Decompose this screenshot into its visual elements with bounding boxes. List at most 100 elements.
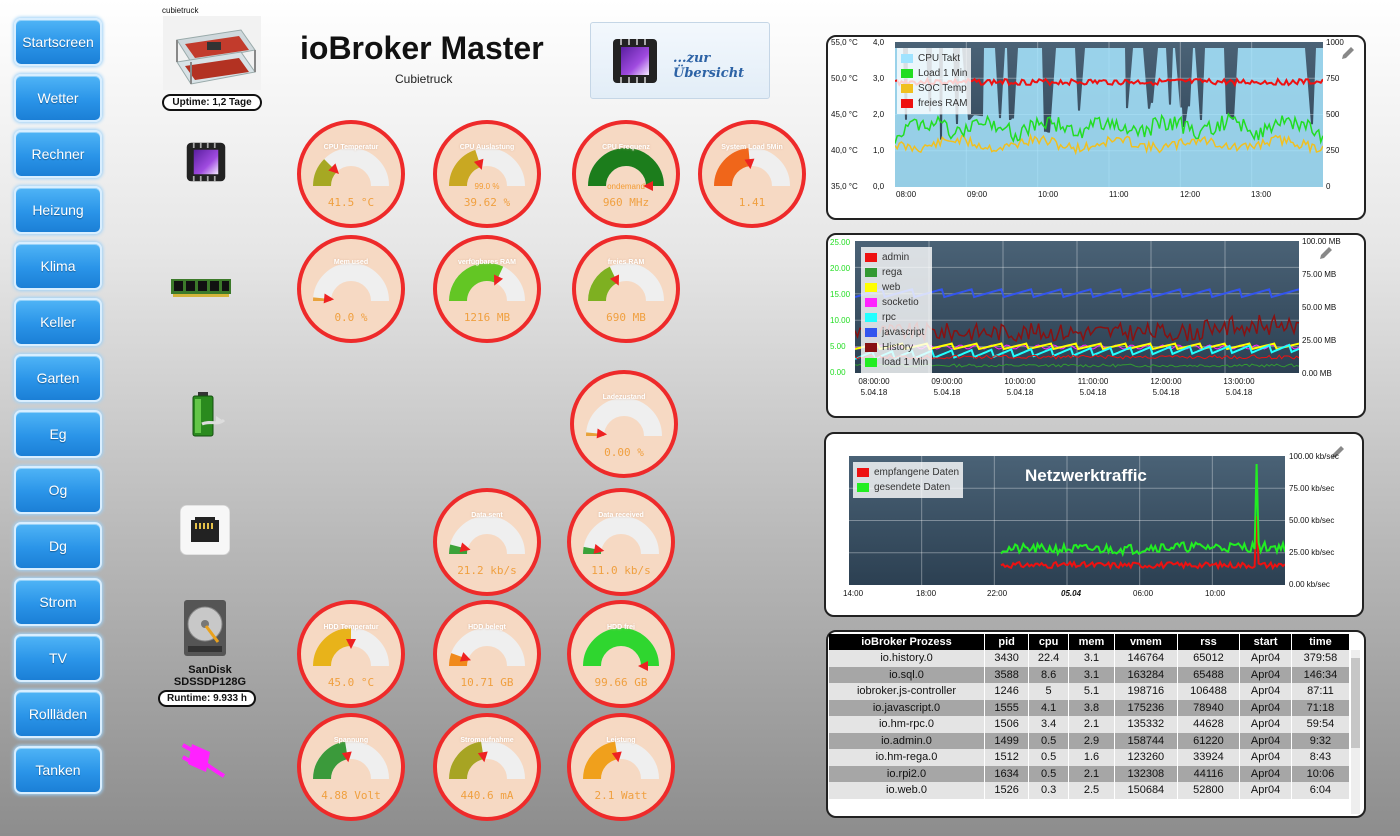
- legend-item-gesendete-daten[interactable]: gesendete Daten: [857, 480, 959, 495]
- gauge-needle: [341, 751, 352, 763]
- axis-tick-load: 10.00: [830, 316, 851, 325]
- table-cell: 123260: [1114, 749, 1178, 766]
- legend-swatch: [865, 283, 877, 292]
- gauge-value: 10.71 GB: [460, 676, 514, 689]
- legend-item-admin[interactable]: admin: [865, 250, 928, 265]
- gauge-value: 0.00 %: [604, 446, 644, 459]
- nav-button-heizung[interactable]: Heizung: [14, 186, 102, 234]
- nav-button-wetter[interactable]: Wetter: [14, 74, 102, 122]
- column-header-mem[interactable]: mem: [1068, 634, 1116, 650]
- legend-item-web[interactable]: web: [865, 280, 928, 295]
- legend-item-empfangene-daten[interactable]: empfangene Daten: [857, 465, 959, 480]
- axis-tick-time: 11:00:00: [1077, 377, 1109, 386]
- nav-button-tv[interactable]: TV: [14, 634, 102, 682]
- table-cell: 65488: [1177, 666, 1241, 683]
- gauge-needle: [346, 639, 356, 649]
- axis-tick-time: 10:00:00: [1004, 377, 1036, 386]
- column-header-iobroker-prozess[interactable]: ioBroker Prozess: [829, 634, 985, 650]
- gauge-fill: [583, 628, 659, 667]
- nav-button-strom[interactable]: Strom: [14, 578, 102, 626]
- legend-item-rega[interactable]: rega: [865, 265, 928, 280]
- column-header-start[interactable]: start: [1239, 634, 1292, 650]
- axis-tick-temperature: 35,0 °C: [831, 182, 858, 191]
- edit-pencil-icon[interactable]: [1340, 45, 1356, 61]
- nav-button-rollladen[interactable]: Rollläden: [14, 690, 102, 738]
- gauge-title: Data received: [598, 512, 644, 519]
- axis-tick-date: 5.04.18: [933, 388, 961, 397]
- axis-tick-temperature: 55,0 °C: [831, 38, 858, 47]
- gauge-fill: [449, 149, 482, 187]
- table-scrollbar-thumb[interactable]: [1351, 658, 1360, 748]
- nav-button-eg[interactable]: Eg: [14, 410, 102, 458]
- nav-button-garten[interactable]: Garten: [14, 354, 102, 402]
- legend-item-load-1-min[interactable]: load 1 Min: [865, 355, 928, 370]
- legend-item-load-1-min[interactable]: Load 1 Min: [901, 66, 967, 81]
- table-cell: 1512: [984, 749, 1030, 766]
- nav-button-klima[interactable]: Klima: [14, 242, 102, 290]
- legend-item-socketio[interactable]: socketio: [865, 295, 928, 310]
- axis-tick-time: 13:00:00: [1223, 377, 1255, 386]
- table-cell: 10:06: [1291, 765, 1351, 782]
- column-header-time[interactable]: time: [1291, 634, 1351, 650]
- nav-button-dg[interactable]: Dg: [14, 522, 102, 570]
- gauge-needle: [323, 293, 335, 304]
- gauge-track: [449, 628, 525, 667]
- table-cell: 3.8: [1068, 699, 1116, 716]
- axis-tick-load: 0,0: [873, 182, 885, 191]
- series-load-1-min: [895, 112, 1323, 145]
- nav-button-rechner[interactable]: Rechner: [14, 130, 102, 178]
- hdd-name-line1: SanDisk: [188, 664, 232, 676]
- legend-item-rpc[interactable]: rpc: [865, 310, 928, 325]
- table-scrollbar[interactable]: [1351, 650, 1360, 814]
- column-header-pid[interactable]: pid: [984, 634, 1030, 650]
- column-header-vmem[interactable]: vmem: [1114, 634, 1178, 650]
- legend-swatch: [901, 69, 913, 78]
- table-cell: 3.1: [1068, 650, 1116, 667]
- edit-pencil-icon[interactable]: [1330, 444, 1346, 460]
- overview-link[interactable]: ...zur Übersicht: [590, 22, 770, 99]
- legend-label: rega: [882, 267, 903, 278]
- gauge-needle: [477, 751, 488, 763]
- nav-button-keller[interactable]: Keller: [14, 298, 102, 346]
- legend-item-freies-ram[interactable]: freies RAM: [901, 96, 967, 111]
- legend-swatch: [865, 313, 877, 322]
- table-cell: Apr04: [1239, 716, 1292, 733]
- axis-tick-memory: 75.00 MB: [1302, 270, 1337, 279]
- axis-tick-load: 1,0: [873, 146, 885, 155]
- table-cell: Apr04: [1239, 650, 1292, 667]
- hdd-runtime-badge: Runtime: 9.933 h: [158, 690, 256, 707]
- battery-icon: [192, 392, 226, 437]
- column-header-rss[interactable]: rss: [1177, 634, 1241, 650]
- table-cell: 33924: [1177, 749, 1241, 766]
- network-port-icon: [180, 505, 230, 555]
- legend-item-javascript[interactable]: javascript: [865, 325, 928, 340]
- axis-tick-traffic: 75.00 kb/sec: [1289, 484, 1335, 493]
- legend-swatch: [857, 483, 869, 492]
- gauge-value: 690 MB: [606, 311, 646, 324]
- nav-button-tanken[interactable]: Tanken: [14, 746, 102, 794]
- nav-button-startscreen[interactable]: Startscreen: [14, 18, 102, 66]
- table-cell: 1526: [984, 782, 1030, 799]
- nav-button-og[interactable]: Og: [14, 466, 102, 514]
- gauge-needle: [744, 158, 755, 170]
- legend-item-history[interactable]: History: [865, 340, 928, 355]
- gauge-track: [449, 516, 525, 555]
- column-header-cpu[interactable]: cpu: [1028, 634, 1069, 650]
- edit-pencil-icon[interactable]: [1318, 245, 1334, 261]
- legend-label: History: [882, 342, 914, 353]
- table-cell: 0.5: [1028, 732, 1069, 749]
- legend-item-cpu-takt[interactable]: CPU Takt: [901, 51, 967, 66]
- cubietruck-image: [163, 16, 261, 90]
- legend-swatch: [865, 298, 877, 307]
- legend-item-soc-temp[interactable]: SOC Temp: [901, 81, 967, 96]
- series-gesendete-daten: [1000, 463, 1285, 558]
- gauge-fill: [449, 741, 485, 780]
